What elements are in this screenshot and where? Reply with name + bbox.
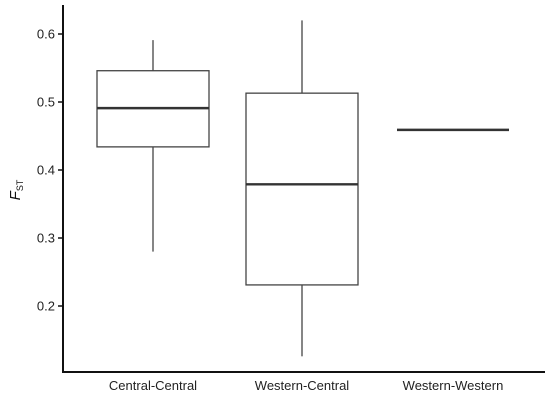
x-category-label-western-central: Western-Central <box>255 378 350 393</box>
y-axis-label-subscript: ST <box>15 179 25 191</box>
y-axis-label: FST <box>7 179 25 200</box>
box-western-central <box>245 92 359 286</box>
x-category-label-central-central: Central-Central <box>109 378 197 393</box>
y-tick-label: 0.3 <box>37 231 55 246</box>
y-tick-label: 0.6 <box>37 27 55 42</box>
y-tick-label: 0.5 <box>37 95 55 110</box>
y-axis-label-main: F <box>7 190 24 200</box>
x-category-label-western-western: Western-Western <box>403 378 504 393</box>
svg-text:FST: FST <box>7 179 25 200</box>
y-tick-label: 0.4 <box>37 163 55 178</box>
y-tick-label: 0.2 <box>37 299 55 314</box>
